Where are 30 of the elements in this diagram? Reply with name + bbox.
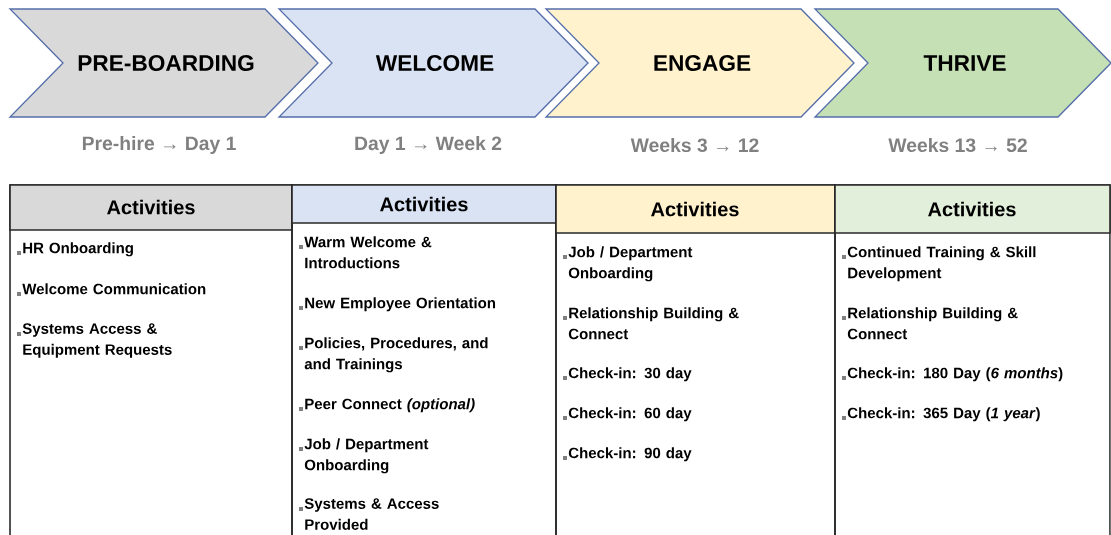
column-header: Activities <box>291 184 557 224</box>
duration-label: Day 1 → Week 2 <box>355 136 502 154</box>
activity-column <box>834 184 1111 535</box>
list-item: Check-in: 30 day <box>563 367 692 382</box>
activity-column <box>555 184 836 535</box>
duration-label: Pre-hire → Day 1 <box>82 136 236 154</box>
list-item: Check-in: 365 Day (1 year) <box>842 407 1040 422</box>
list-item: Warm Welcome & Introductions <box>299 236 432 269</box>
list-item: Relationship Building & Connect <box>563 307 739 340</box>
list-item: Welcome Communication <box>17 283 206 296</box>
list-item: Job / Department Onboarding <box>299 438 429 474</box>
column-header: Activities <box>555 184 836 234</box>
duration-label: Weeks 3 → 12 <box>630 137 759 153</box>
list-item: Systems & Access Provided <box>299 498 439 530</box>
column-header: Activities <box>9 184 293 231</box>
list-item: Continued Training & Skill Development <box>842 246 1036 282</box>
activity-column <box>9 184 293 535</box>
list-item: Job / Department Onboarding <box>563 246 693 282</box>
list-item: Policies, Procedures, and and Trainings <box>299 337 488 373</box>
duration-label: Weeks 13 → 52 <box>888 137 1027 153</box>
list-item: HR Onboarding <box>17 242 133 257</box>
list-item: Peer Connect (optional) <box>299 398 475 413</box>
list-item: New Employee Orientation <box>299 297 496 312</box>
column-header: Activities <box>834 184 1111 234</box>
activity-column <box>291 184 557 535</box>
list-item: Relationship Building & Connect <box>842 307 1018 340</box>
list-item: Check-in: 180 Day (6 months) <box>842 367 1063 382</box>
list-item: Check-in: 90 day <box>563 447 692 462</box>
list-item: Systems Access & Equipment Requests <box>17 323 172 358</box>
list-item: Check-in: 60 day <box>563 407 692 422</box>
